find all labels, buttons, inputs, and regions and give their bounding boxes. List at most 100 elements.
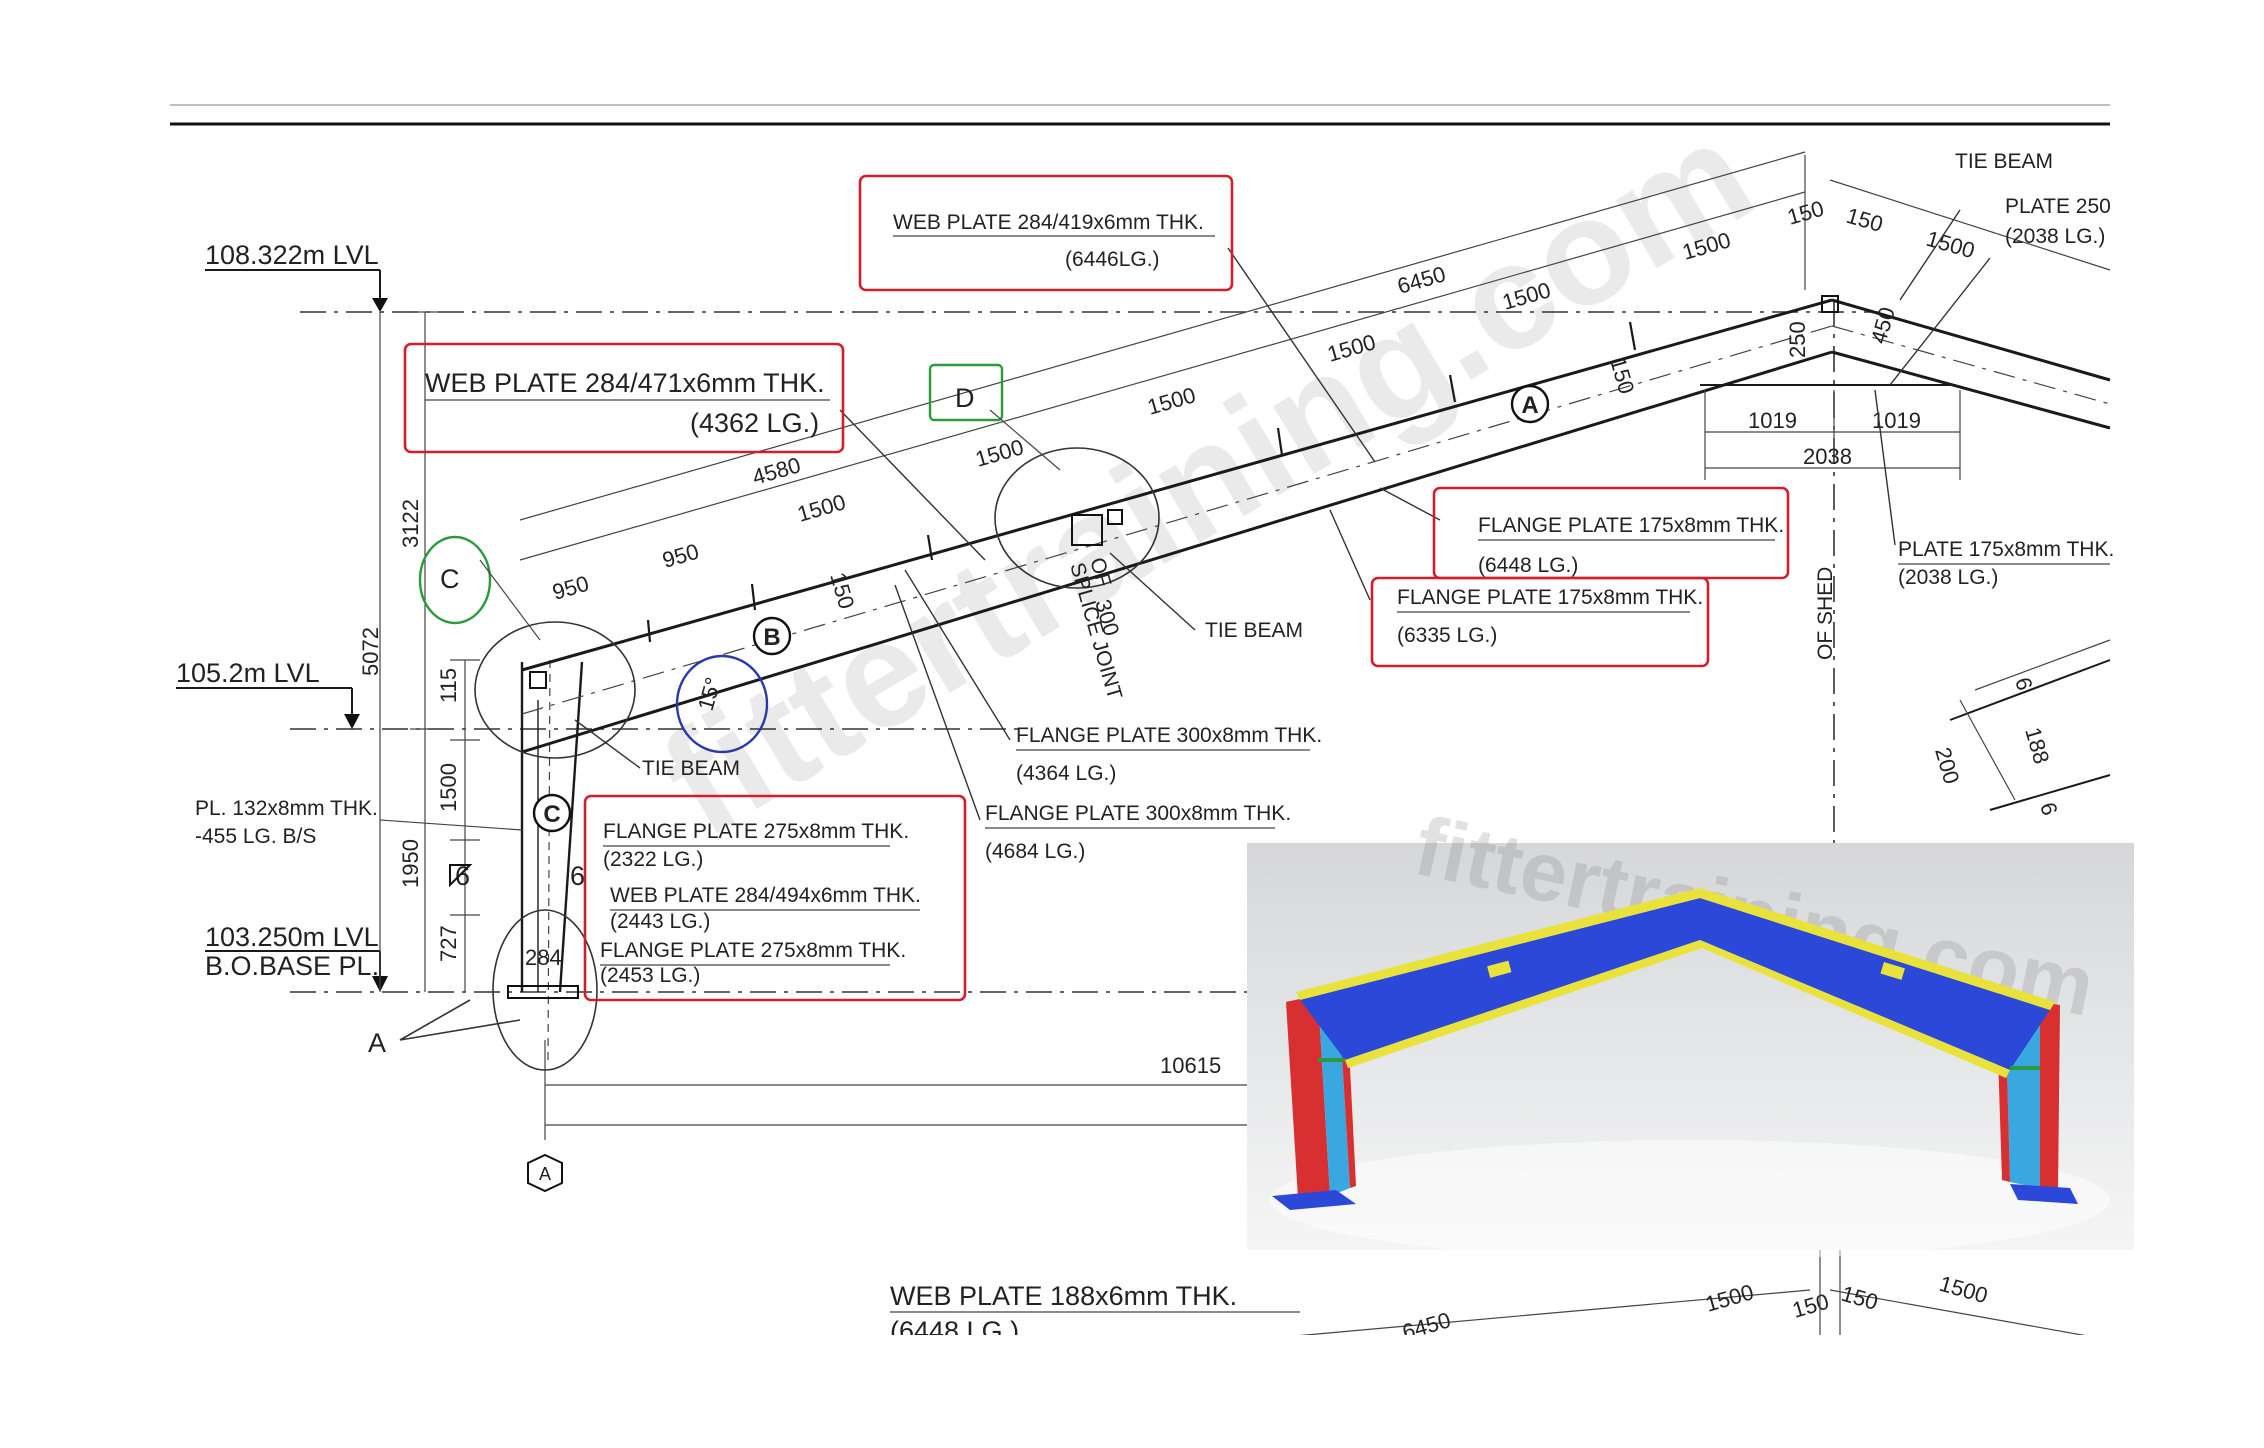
level-eave-label: 105.2m LVL (176, 658, 320, 688)
callout-pl-132: PL. 132x8mm THK. -455 LG. B/S (195, 797, 523, 848)
callout-flange-6448: FLANGE PLATE 175x8mm THK. (6448 LG.) (1478, 514, 1784, 577)
svg-text:(2443 LG.): (2443 LG.) (610, 910, 710, 933)
dim-5072: 5072 (358, 627, 383, 676)
dim-1500-a: 1500 (794, 489, 848, 527)
detail-a-label: A (368, 1028, 386, 1058)
left-column: 6 6 (449, 659, 585, 1061)
svg-text:WEB PLATE 284/494x6mm THK.: WEB PLATE 284/494x6mm THK. (610, 884, 921, 907)
svg-text:B: B (763, 624, 780, 651)
svg-text:FLANGE PLATE 300x8mm THK.: FLANGE PLATE 300x8mm THK. (1016, 724, 1322, 747)
svg-text:PL. 132x8mm THK.: PL. 132x8mm THK. (195, 797, 378, 820)
svg-text:FLANGE PLATE 175x8mm THK.: FLANGE PLATE 175x8mm THK. (1397, 586, 1703, 609)
dim-1950: 1950 (398, 839, 423, 888)
svg-text:1500: 1500 (1937, 1271, 1991, 1309)
svg-text:WEB PLATE 284/471x6mm THK.: WEB PLATE 284/471x6mm THK. (425, 368, 825, 398)
section-marker-b: B (752, 616, 792, 656)
svg-text:FLANGE PLATE 275x8mm THK.: FLANGE PLATE 275x8mm THK. (600, 939, 906, 962)
dim-4580: 4580 (749, 452, 803, 490)
svg-text:150: 150 (1789, 1289, 1831, 1323)
marker-c-label: C (440, 564, 460, 594)
stiffeners (646, 321, 1637, 643)
svg-text:1500: 1500 (1702, 1279, 1756, 1317)
svg-text:(6446LG.): (6446LG.) (1065, 248, 1160, 271)
svg-text:A: A (1521, 392, 1538, 419)
callout-plate-250: PLATE 250 (2038 LG.) (2005, 195, 2111, 248)
weld-6-right: 6 (570, 861, 585, 891)
detail-circles: A 284 (368, 447, 1160, 1071)
grid-bubble-a-label: A (539, 1164, 551, 1184)
bottom-mask (0, 1335, 2264, 1448)
vertical-dims: 3122 5072 115 1500 1950 727 (358, 311, 480, 992)
callout-web-left: WEB PLATE 284/471x6mm THK. (4362 LG.) (425, 368, 830, 438)
svg-text:(6448 LG.): (6448 LG.) (1478, 554, 1578, 577)
bottom-partial-drawing: WEB PLATE 188x6mm THK. (6448 LG.) 6450 1… (890, 1250, 2111, 1346)
dim-150-a: 150 (1784, 196, 1826, 230)
dim-1500-g: 1500 (1924, 226, 1978, 264)
grid-bubble-a: A (527, 1153, 563, 1193)
web-188-label: WEB PLATE 188x6mm THK. (890, 1281, 1237, 1311)
level-base-label: 103.250m LVL (205, 922, 379, 952)
dim-250: 250 (1785, 321, 1810, 358)
level-eave: 105.2m LVL (176, 658, 360, 729)
svg-text:FLANGE PLATE 175x8mm THK.: FLANGE PLATE 175x8mm THK. (1478, 514, 1784, 537)
svg-text:6: 6 (2035, 799, 2062, 818)
callout-box-flange-6335 (1370, 576, 1710, 668)
callout-plate-175: PLATE 175x8mm THK. (2038 LG.) (1898, 538, 2114, 589)
callout-column: FLANGE PLATE 275x8mm THK. (2322 LG.) WEB… (600, 820, 921, 987)
rafter (521, 295, 2111, 754)
callout-box-web-left (403, 342, 845, 454)
dim-1500-b: 1500 (972, 434, 1026, 472)
svg-text:200: 200 (1930, 744, 1964, 786)
svg-text:150: 150 (1839, 1281, 1881, 1315)
dim-150-b: 150 (1844, 203, 1886, 237)
svg-text:FLANGE PLATE 300x8mm THK.: FLANGE PLATE 300x8mm THK. (985, 802, 1291, 825)
svg-text:(2038 LG.): (2038 LG.) (2005, 225, 2105, 248)
span-dim: 10615 (544, 1040, 1250, 1140)
dim-10615: 10615 (1160, 1053, 1221, 1078)
marker-c-green: C (418, 535, 541, 641)
callout-box-web-mid (858, 174, 1234, 292)
dim-3122: 3122 (398, 499, 423, 548)
tie-beam-label-mid: TIE BEAM (1205, 619, 1303, 642)
section-marker-c: C (532, 793, 572, 833)
leaders (574, 209, 1991, 821)
callout-flange-4684: FLANGE PLATE 300x8mm THK. (4684 LG.) (985, 802, 1291, 863)
dim-950-a: 950 (549, 571, 591, 605)
dim-950-b: 950 (659, 539, 701, 573)
dim-150-c: 150 (1605, 354, 1639, 396)
svg-text:(2453 LG.): (2453 LG.) (600, 964, 700, 987)
tie-beam-label-apex: TIE BEAM (1955, 150, 2053, 173)
callout-flange-4364: FLANGE PLATE 300x8mm THK. (4364 LG.) (1016, 724, 1322, 785)
svg-text:WEB PLATE 284/419x6mm THK.: WEB PLATE 284/419x6mm THK. (893, 211, 1204, 234)
model-3d-inset: fittertraining.com (1247, 798, 2134, 1260)
marker-d-label: D (955, 383, 975, 413)
svg-text:(2038 LG.): (2038 LG.) (1898, 566, 1998, 589)
section-marker-a: A (1510, 384, 1550, 424)
apex-dims: 1019 1019 2038 (1704, 390, 1961, 480)
level-top-label: 108.322m LVL (205, 240, 379, 270)
level-base-sub: B.O.BASE PL. (205, 951, 379, 981)
svg-text:188: 188 (2020, 724, 2054, 766)
svg-text:FLANGE PLATE 275x8mm THK.: FLANGE PLATE 275x8mm THK. (603, 820, 909, 843)
svg-text:(4364 LG.): (4364 LG.) (1016, 762, 1116, 785)
shed-centerline-label: OF SHED (1814, 567, 1837, 660)
svg-text:6: 6 (2010, 674, 2037, 693)
dim-727: 727 (436, 925, 461, 962)
level-top: 108.322m LVL (205, 240, 388, 312)
tie-beam-label-left: TIE BEAM (642, 757, 740, 780)
dim-1019-a: 1019 (1748, 408, 1797, 433)
marker-d-green: D (928, 363, 1061, 471)
svg-text:(6335 LG.): (6335 LG.) (1397, 624, 1497, 647)
dim-115: 115 (436, 668, 461, 703)
right-partial-detail: 200 188 6 6 (1930, 639, 2111, 818)
level-base: 103.250m LVL B.O.BASE PL. (205, 922, 388, 992)
callout-web-mid: WEB PLATE 284/419x6mm THK. (6446LG.) (893, 211, 1215, 271)
svg-text:(2322 LG.): (2322 LG.) (603, 848, 703, 871)
dim-1500-col: 1500 (436, 763, 461, 812)
callout-box-column (583, 794, 967, 1002)
svg-text:(4362 LG.): (4362 LG.) (690, 408, 819, 438)
svg-text:C: C (543, 801, 560, 828)
svg-text:-455 LG. B/S: -455 LG. B/S (195, 825, 316, 848)
svg-text:PLATE 250: PLATE 250 (2005, 195, 2111, 218)
